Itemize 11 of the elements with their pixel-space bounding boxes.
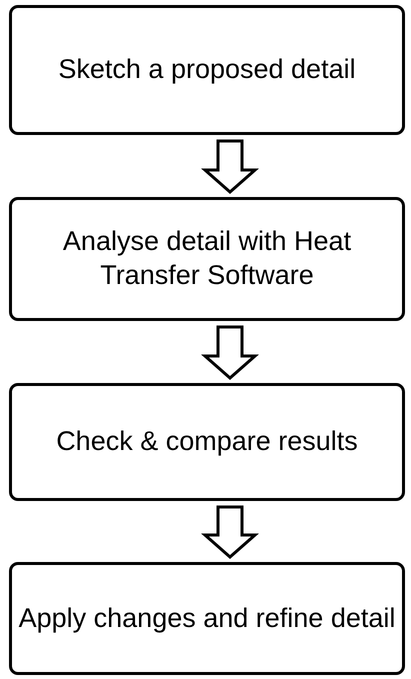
process-box: [9, 197, 405, 321]
block-arrow: [201, 326, 259, 380]
block-arrow: [201, 140, 259, 194]
process-box: [9, 383, 405, 501]
step-text: Sketch a proposed detail: [57, 53, 357, 86]
step-text: Apply changes and refine detail: [18, 602, 396, 635]
step-text: Analyse detail with Heat Transfer Software: [62, 225, 352, 292]
process-box: [9, 562, 405, 675]
process-box: [9, 5, 405, 135]
block-arrow: [201, 506, 259, 559]
step-text: Check & compare results: [55, 425, 359, 458]
